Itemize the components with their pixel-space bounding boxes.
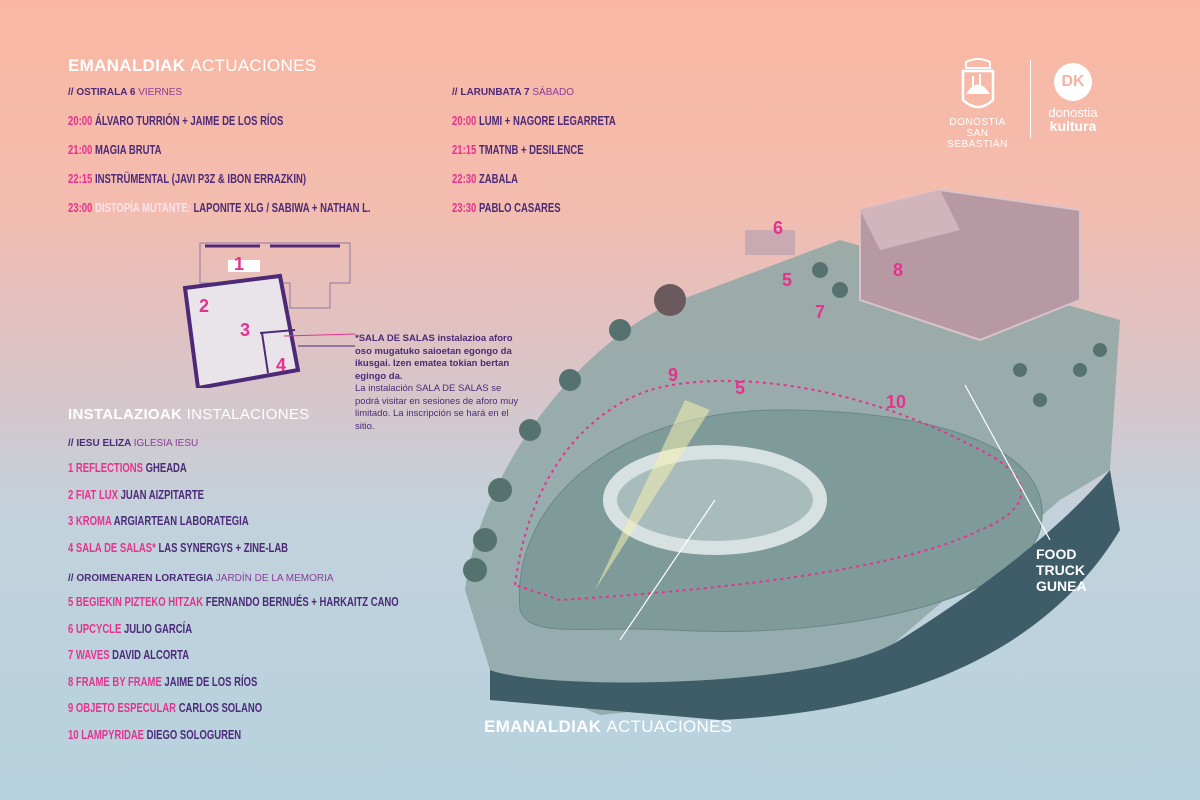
iesu-heading: // IESU ELIZA IGLESIA IESU	[68, 438, 199, 449]
map-marker-7: 7	[815, 302, 826, 322]
saturday-heading: // LARUNBATA 7 SÁBADO	[452, 87, 575, 98]
map-marker-6: 6	[773, 218, 784, 238]
church-floorplan	[182, 242, 356, 388]
garden-heading: // OROIMENAREN LORATEGIA JARDÍN DE LA ME…	[68, 573, 334, 584]
performances-title: EMANALDIAK ACTUACIONES	[68, 56, 317, 75]
donostia-kultura-logo: DK donostia kultura	[1038, 58, 1108, 133]
stage-label: EMANALDIAK ACTUACIONES	[484, 717, 733, 736]
floorplan-room-3: 3	[240, 320, 251, 340]
park-map	[463, 188, 1120, 720]
installation-row: 1 REFLECTIONS GHEADA	[68, 461, 187, 475]
sala-de-salas-note: *SALA DE SALAS instalazioa aforo oso mug…	[355, 333, 519, 432]
installation-row: 2 FIAT LUX JUAN AIZPITARTE	[68, 487, 205, 502]
dk-mark-icon: DK	[1054, 63, 1092, 101]
performance-row: 22:15 INSTRÜMENTAL (JAVI P3Z & IBON ERRA…	[68, 172, 307, 186]
saturday-list: 20:00 LUMI + NAGORE LEGARRETA 21:15 TMAT…	[452, 114, 667, 230]
performance-row: 22:30 ZABALA	[452, 172, 519, 186]
city-shield-icon	[961, 58, 994, 109]
performance-row: 20:00 ÁLVARO TURRIÓN + JAIME DE LOS RÍOS	[68, 114, 284, 128]
performance-row: 21:00 MAGIA BRUTA	[68, 143, 162, 157]
light-beam	[595, 400, 710, 590]
map-marker-8: 8	[893, 260, 904, 280]
floorplan-room-1: 1	[234, 254, 245, 274]
map-marker-9: 9	[668, 365, 679, 385]
installation-row: 8 FRAME BY FRAME JAIME DE LOS RÍOS	[68, 674, 258, 689]
logo-divider	[1030, 60, 1031, 138]
map-marker-10: 10	[886, 392, 907, 412]
installation-row: 9 OBJETO ESPECULAR CARLOS SOLANO	[68, 701, 263, 715]
installation-row: 5 BEGIEKIN PIZTEKO HITZAK FERNANDO BERNU…	[68, 595, 399, 609]
installation-row: 6 UPCYCLE JULIO GARCÍA	[68, 621, 193, 636]
performance-row: 23:30 PABLO CASARES	[452, 201, 561, 215]
installation-row: 7 WAVES DAVID ALCORTA	[68, 648, 190, 662]
pavilion	[745, 230, 795, 255]
forest	[490, 470, 1120, 720]
performance-row: 23:00 DISTOPÍA MUTANTE: LAPONITE XLG / S…	[68, 201, 371, 215]
friday-list: 20:00 ÁLVARO TURRIÓN + JAIME DE LOS RÍOS…	[68, 114, 466, 230]
friday-heading: // OSTIRALA 6 VIERNES	[68, 87, 183, 98]
installation-row: 3 KROMA ARGIARTEAN LABORATEGIA	[68, 514, 249, 528]
map-marker-5-south: 5	[735, 378, 746, 398]
installation-row: 10 LAMPYRIDAE DIEGO SOLOGUREN	[68, 727, 242, 742]
iesu-list: 1 REFLECTIONS GHEADA 2 FIAT LUX JUAN AIZ…	[68, 461, 358, 567]
installations-title: INSTALAZIOAK INSTALACIONES	[68, 406, 310, 423]
performance-row: 21:15 TMATNB + DESILENCE	[452, 143, 584, 157]
floorplan-room-2: 2	[199, 296, 210, 316]
floorplan-room-4: 4	[276, 355, 287, 375]
performance-row: 20:00 LUMI + NAGORE LEGARRETA	[452, 114, 616, 128]
garden-list: 5 BEGIEKIN PIZTEKO HITZAK FERNANDO BERNU…	[68, 595, 503, 754]
map-marker-5-north: 5	[782, 270, 793, 290]
installation-row: 4 SALA DE SALAS* LAS SYNERGYS + ZINE-LAB	[68, 540, 289, 555]
trees	[463, 262, 1107, 582]
